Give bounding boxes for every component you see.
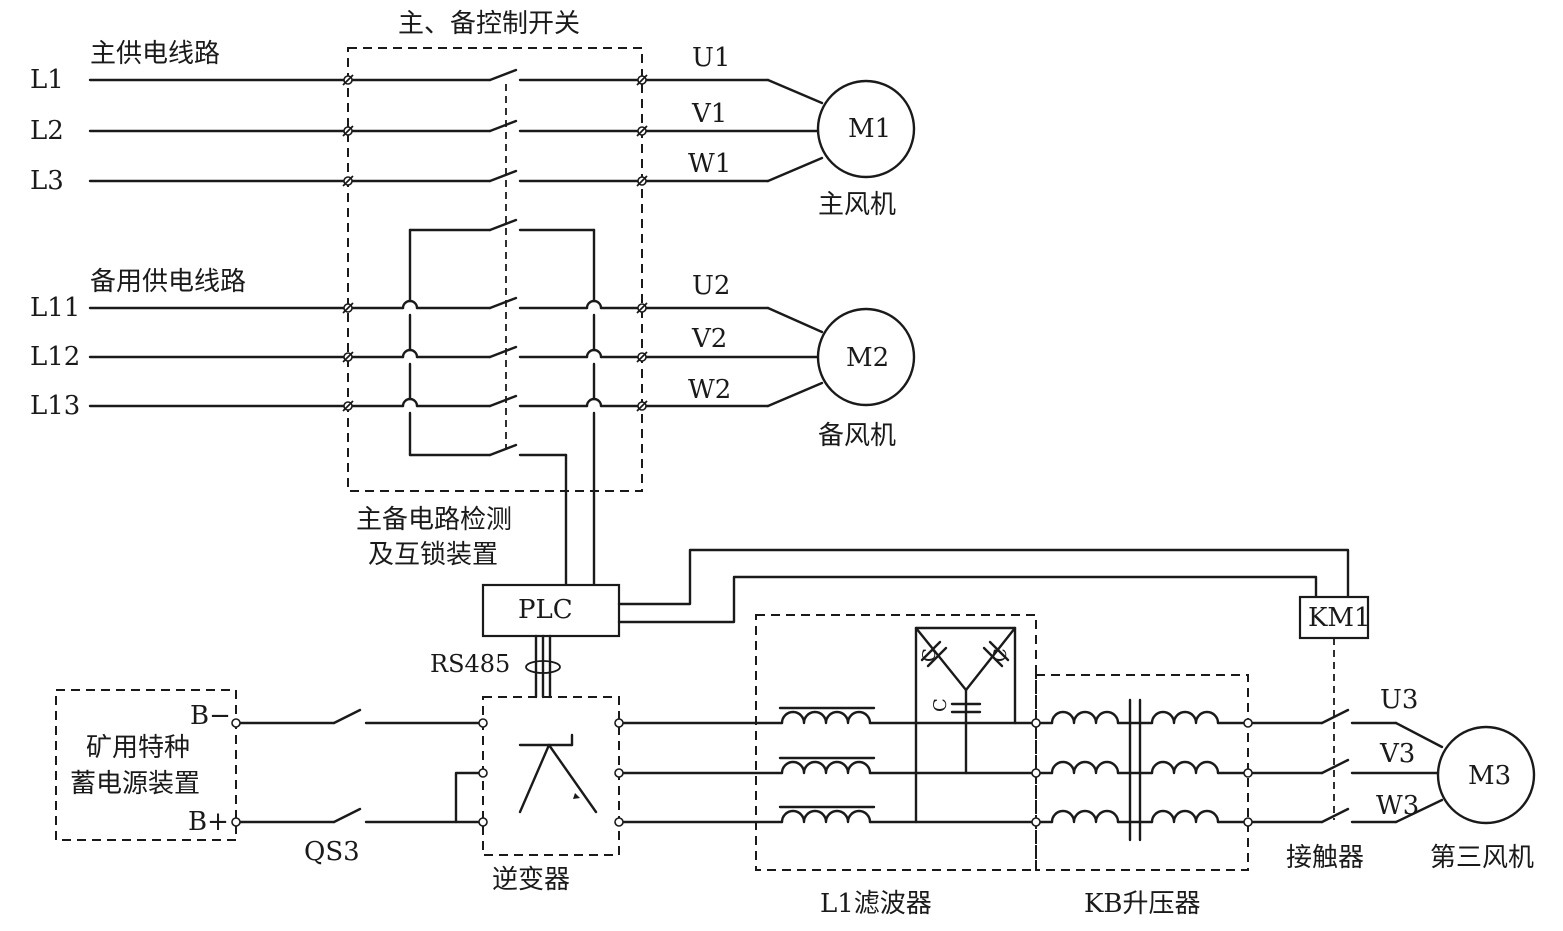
b-minus-label: B− [190,701,231,731]
label-m3: M3 [1468,761,1511,791]
three-phase-wiring [617,698,1444,842]
booster-box [1035,674,1249,871]
label-l3: L3 [30,166,64,196]
label-l12: L12 [30,342,80,372]
capacitor-label-right: C [990,648,1011,662]
capacitor-label-center: C [930,698,951,712]
label-l11: L11 [30,293,80,323]
rs485-bus [525,634,561,699]
battery-device-box [55,689,237,841]
switch-terminals [342,74,648,412]
qs3-label: QS3 [304,837,360,867]
detect-label-line1: 主备电路检测 [356,505,512,535]
battery-output-wiring [234,708,485,824]
motor-m3 [1436,725,1536,825]
booster-label: KB升压器 [1084,889,1201,919]
battery-label-line1: 矿用特种 [86,733,190,763]
label-u1: U1 [692,43,730,73]
backup-fan-label: 备风机 [818,421,896,451]
km1-label: KM1 [1308,603,1371,633]
plc-label: PLC [518,595,573,625]
label-l1: L1 [30,65,64,95]
label-u2: U2 [692,271,730,301]
third-fan-label: 第三风机 [1430,843,1534,873]
label-v1: V1 [691,99,727,129]
motor-m2 [816,307,916,407]
rs485-label: RS485 [430,650,510,678]
main-supply-lines [88,68,824,183]
label-m1: M1 [848,114,891,144]
b-plus-label: B+ [188,807,229,837]
label-v2: V2 [691,324,727,354]
junction-terminals [231,718,1253,827]
backup-line-label: 备用供电线路 [90,267,246,297]
label-w3: W3 [1376,791,1419,821]
main-line-label: 主供电线路 [90,39,220,69]
label-v3: V3 [1379,739,1415,769]
switch-title: 主、备控制开关 [398,9,580,39]
control-switch-enclosure [347,47,643,492]
main-fan-label: 主风机 [818,190,896,220]
capacitor-network [914,626,1017,824]
plc-km1-wiring [617,548,1350,624]
label-m2: M2 [846,343,889,373]
inverter-label: 逆变器 [492,865,570,895]
contactor-label: 接触器 [1286,843,1364,873]
interlock-wiring [408,84,596,587]
plc-box [481,583,621,638]
label-l2: L2 [30,116,64,146]
detect-label-line2: 及互锁装置 [368,540,498,570]
filter-label: L1滤波器 [820,889,932,919]
label-l13: L13 [30,391,80,421]
filter-box [755,614,1037,871]
km1-coil-box [1298,595,1370,640]
capacitor-label-left: C [919,648,940,662]
inverter-box [482,696,620,856]
motor-m1 [816,79,916,179]
label-w2: W2 [688,375,731,405]
label-u3: U3 [1380,685,1418,715]
inverter-symbol [518,733,598,814]
battery-label-line2: 蓄电源装置 [70,769,200,799]
label-w1: W1 [688,149,731,179]
